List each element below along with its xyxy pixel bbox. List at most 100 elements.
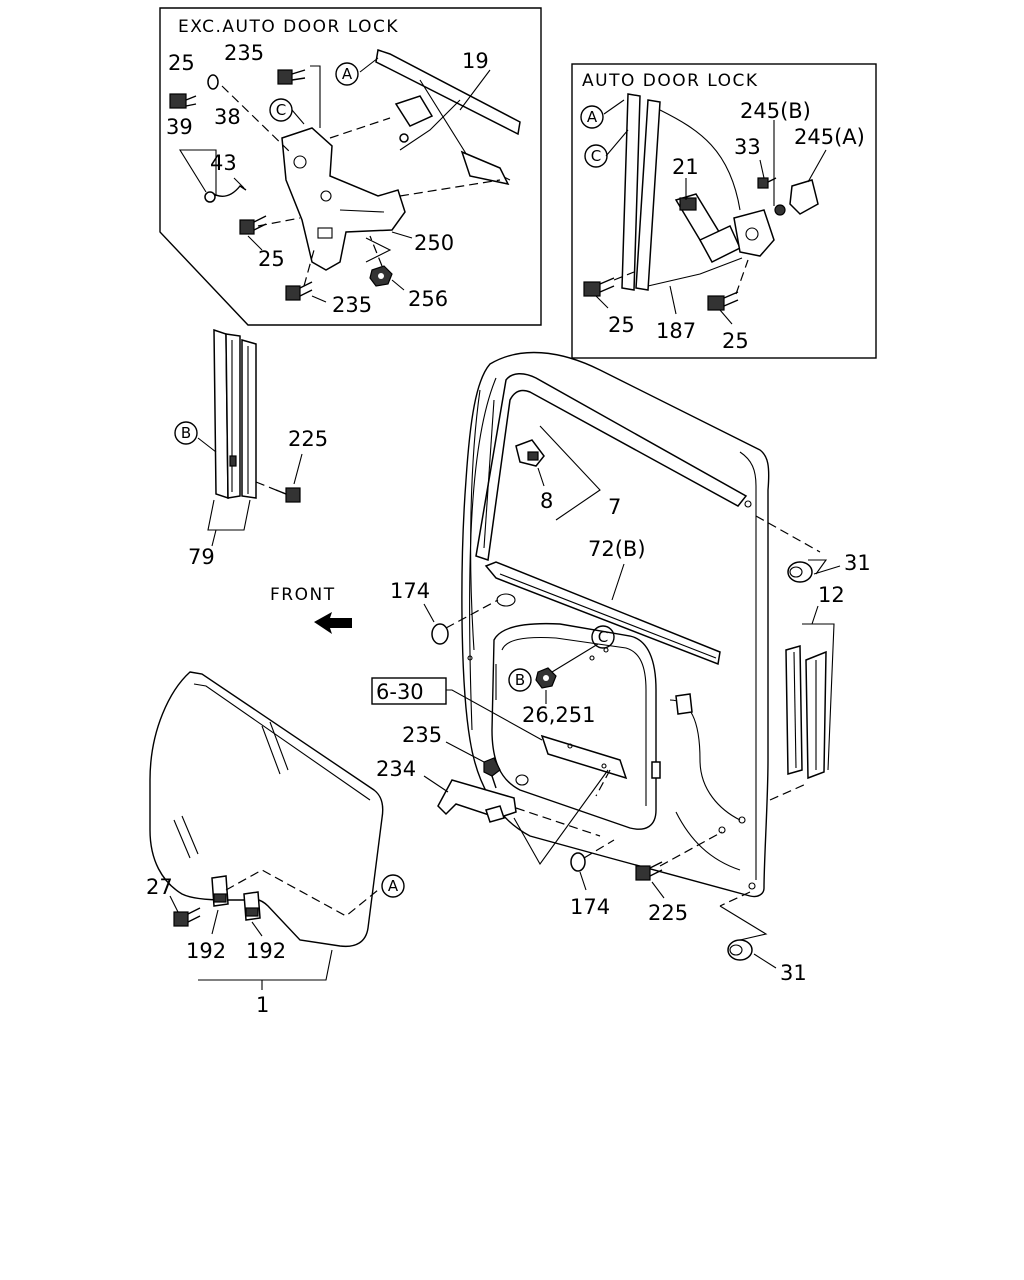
regulator-assembly [375,49,521,186]
inset-frame-exc-auto [159,7,542,326]
callout-245a: 245(A) [794,125,865,149]
bracket-plate [281,127,406,271]
callout-234: 234 [376,757,416,781]
inset-exc-auto-door-lock: EXC.AUTO DOOR LOCK [159,7,542,326]
callout-12: 12 [818,583,845,607]
callout-174-bottom: 174 [570,895,610,919]
lock-part-245a [789,179,819,215]
callout-245b: 245(B) [740,99,811,123]
callout-25: 25 [168,51,195,75]
weatherstrip-12 [785,623,835,780]
washer-38 [207,74,219,90]
inset-title-auto: AUTO DOOR LOCK [582,71,759,91]
bolt-235-main [483,757,501,789]
callout-225-bottom: 225 [648,901,688,925]
bolt-25-auto-right [707,291,739,311]
door-panel [461,351,770,898]
inset-title-exc-auto: EXC.AUTO DOOR LOCK [178,17,399,37]
callout-43: 43 [210,151,237,175]
svg-text:B: B [181,424,191,442]
ref-circle-b-channel: B [174,421,198,445]
regulator-rail-left [621,93,641,291]
ref-circle-c-exc: C [269,98,293,122]
svg-text:A: A [342,65,353,83]
bumper-31-top [787,561,813,583]
callout-192-left: 192 [186,939,226,963]
callout-72b: 72(B) [588,537,646,561]
washer-245b [774,204,786,216]
callout-25-mid: 25 [258,247,285,271]
svg-text:B: B [515,671,525,689]
washer-39 [204,191,216,203]
callout-235: 235 [224,41,264,65]
callout-235-main: 235 [402,723,442,747]
callout-38: 38 [214,105,241,129]
clip-part [209,185,247,197]
callout-27: 27 [146,875,173,899]
cable-upper [659,109,741,211]
callout-19: 19 [462,49,489,73]
cable-lower [647,257,743,287]
bolt-235-bottom [285,281,313,301]
callout-31-bottom: 31 [780,961,807,985]
callout-21: 21 [672,155,699,179]
front-arrow-icon [314,612,352,634]
door-glass [149,671,384,948]
glass-clip-192-left [211,875,229,907]
inset-frame-auto [571,63,877,359]
motor-21 [674,193,741,263]
bolt-235-top [277,69,306,85]
callout-7: 7 [608,495,621,519]
clip-8 [515,439,545,467]
nut-256 [369,265,393,287]
svg-text:C: C [598,628,608,646]
bolt-27 [173,907,201,927]
ref-circle-a-exc: A [335,62,359,86]
screw-33 [757,177,777,189]
callout-25-auto-left: 25 [608,313,635,337]
callout-235-bottom: 235 [332,293,372,317]
svg-text:C: C [591,147,601,165]
callout-39: 39 [166,115,193,139]
callout-1: 1 [256,993,269,1017]
svg-text:A: A [587,108,598,126]
glass-clip-192-right [243,891,261,921]
nut-26-251 [535,667,557,689]
bolt-225-top [275,487,301,503]
ref-circle-a-auto: A [580,105,604,129]
callout-79: 79 [188,545,215,569]
glass-run-channel-79: B 225 79 [174,328,328,569]
svg-text:C: C [276,101,286,119]
bolt-25-auto-left [583,277,615,297]
callout-225-top: 225 [288,427,328,451]
ref-circle-c-auto: C [584,144,608,168]
ref-circle-c-door: C [591,625,615,649]
grommet-174-bottom [570,852,586,872]
svg-text:A: A [388,877,399,895]
bolt-25-top [169,93,197,109]
grommet-174-top [431,623,449,645]
svg-text:6-30: 6-30 [376,680,424,704]
ref-circle-b-door: B [508,668,532,692]
lock-mechanism [733,209,775,257]
callout-250: 250 [414,231,454,255]
front-label: FRONT [270,585,336,605]
bolt-225-bottom [635,861,663,881]
callout-192-right: 192 [246,939,286,963]
callout-174-top: 174 [390,579,430,603]
bumper-31-bottom [727,939,753,961]
bracket-234 [437,779,517,823]
callout-8: 8 [540,489,553,513]
front-indicator: FRONT [270,585,352,634]
callout-187: 187 [656,319,696,343]
inset-auto-door-lock: AUTO DOOR LOCK [571,63,877,359]
callout-25-auto-right: 25 [722,329,749,353]
ref-box-6-30[interactable]: 6-30 [371,677,447,705]
ref-circle-a-glass: A [381,874,405,898]
callout-33: 33 [734,135,761,159]
callout-26-251: 26,251 [522,703,595,727]
regulator-rail-right [635,99,661,291]
callout-31-top: 31 [844,551,871,575]
callout-256: 256 [408,287,448,311]
